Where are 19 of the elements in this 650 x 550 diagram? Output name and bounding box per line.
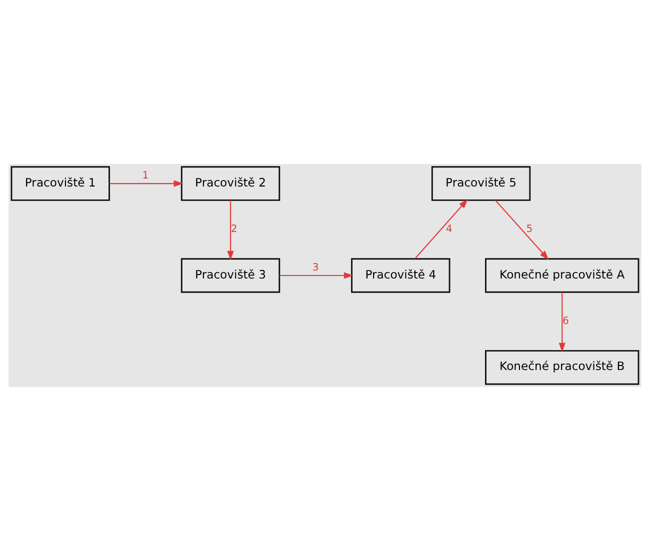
node-box: Pracoviště 2 bbox=[180, 166, 280, 200]
node-box: Pracoviště 5 bbox=[431, 166, 531, 200]
arrow bbox=[109, 180, 184, 186]
node-box: Pracoviště 4 bbox=[351, 258, 450, 292]
edge-label: 5 bbox=[526, 224, 533, 235]
edge-label: 1 bbox=[142, 170, 149, 182]
arrow bbox=[227, 200, 234, 260]
edge-label: 6 bbox=[562, 316, 569, 327]
arrow bbox=[494, 199, 549, 260]
arrow bbox=[414, 198, 468, 259]
arrow bbox=[280, 272, 354, 278]
node-box: Konečné pracoviště B bbox=[485, 350, 640, 384]
node-box: Pracoviště 3 bbox=[180, 258, 280, 292]
node-box: Pracoviště 1 bbox=[10, 166, 110, 200]
edge-label: 3 bbox=[312, 262, 319, 274]
arrow bbox=[558, 292, 566, 352]
edge-label: 2 bbox=[230, 224, 238, 235]
node-box: Konečné pracoviště A bbox=[485, 258, 640, 292]
edge-label: 4 bbox=[446, 224, 452, 235]
